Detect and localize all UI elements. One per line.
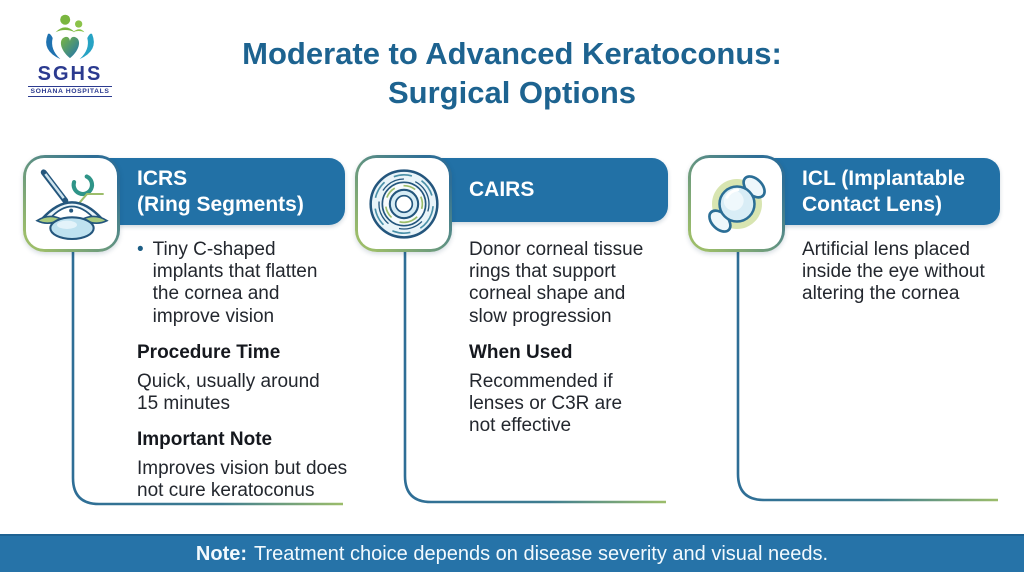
card-cairs-section-heading-1: When Used — [469, 341, 573, 363]
card-icrs: ICRS (Ring Segments) — [23, 155, 347, 535]
card-icl-title-line1: ICL (Implantable — [802, 167, 965, 190]
logo-abbr: SGHS — [37, 63, 103, 85]
logo-name: SOHANA HOSPITALS — [28, 86, 112, 97]
card-icl-connector-line — [736, 252, 998, 502]
card-icl-title-line2: Contact Lens) — [802, 192, 943, 216]
page-title: Moderate to Advanced Keratoconus: Surgic… — [0, 34, 1024, 112]
card-icrs-section-text-2: Improves vision but does not cure kerato… — [137, 457, 348, 502]
card-icrs-iconbox — [23, 155, 120, 252]
card-icrs-title-line2: (Ring Segments) — [137, 192, 304, 216]
hands-heart-logo-icon — [46, 14, 94, 60]
card-icrs-connector-line — [71, 252, 343, 506]
card-icrs-header: ICRS (Ring Segments) — [83, 158, 345, 226]
card-icl-intro: Artificial lens placed inside the eye wi… — [802, 239, 985, 305]
page-title-line1: Moderate to Advanced Keratoconus: — [242, 36, 782, 71]
card-icrs-section-heading-1: Procedure Time — [137, 341, 281, 363]
card-icrs-title-line1: ICRS — [137, 167, 188, 190]
card-icrs-section-heading-2: Important Note — [137, 429, 273, 451]
card-cairs: CAIRS Donor corneal tissue rings that su… — [355, 155, 668, 535]
card-cairs-connector-line — [403, 252, 666, 504]
card-cairs-intro: Donor corneal tissue rings that support … — [469, 239, 644, 327]
note-text: Treatment choice depends on disease seve… — [254, 542, 829, 565]
card-icrs-section-text-1: Quick, usually around 15 minutes — [137, 370, 320, 414]
footer-note-bar: Note: Treatment choice depends on diseas… — [0, 534, 1024, 572]
implantable-contact-lens-icon — [707, 174, 766, 233]
card-icl: ICL (Implantable Contact Lens) Artificia… — [688, 155, 1000, 535]
note-label: Note: — [195, 542, 248, 565]
corneal-tissue-rings-icon — [368, 168, 439, 239]
card-cairs-section-text-1: Recommended if lenses or C3R are not eff… — [469, 370, 623, 437]
card-cairs-body: Donor corneal tissue rings that support … — [469, 239, 719, 451]
card-cairs-iconbox — [355, 155, 452, 252]
eye-ring-implant-surgery-icon — [34, 168, 109, 240]
card-icl-iconbox — [688, 155, 785, 252]
card-cairs-header: CAIRS — [415, 158, 668, 222]
hospital-logo: SGHS SOHANA HOSPITALS — [26, 12, 114, 97]
card-icl-header: ICL (Implantable Contact Lens) — [748, 158, 1000, 226]
card-icrs-intro: Tiny C-shaped implants that flatten the … — [137, 239, 387, 328]
card-icrs-body: Tiny C-shaped implants that flatten the … — [137, 239, 387, 516]
card-cairs-title-line1: CAIRS — [469, 178, 535, 202]
card-icl-body: Artificial lens placed inside the eye wi… — [802, 239, 1024, 320]
page-title-line2: Surgical Options — [387, 75, 637, 111]
